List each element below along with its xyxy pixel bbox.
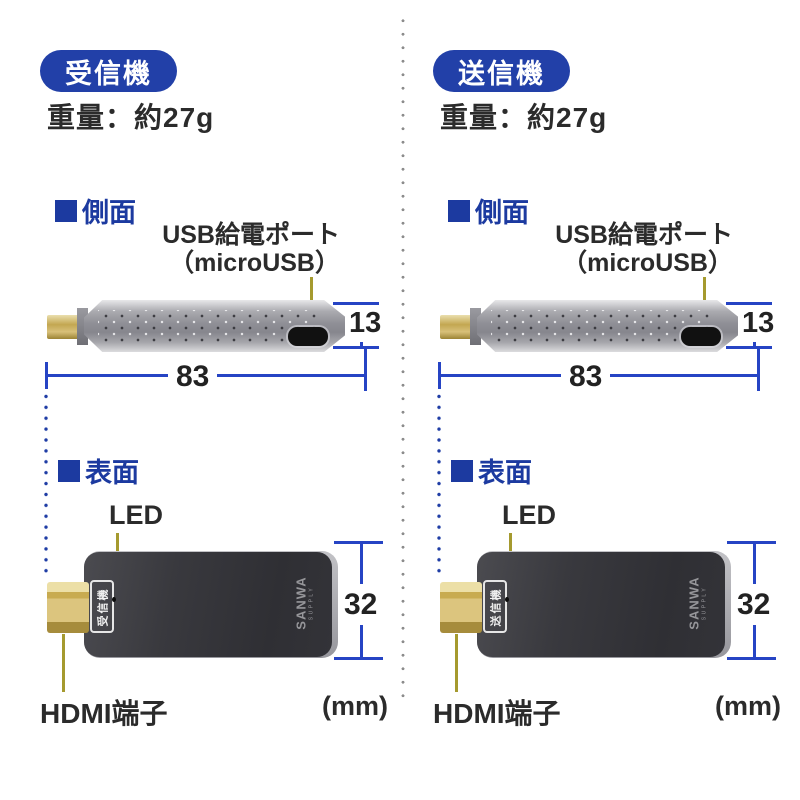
hdmi-connector-front bbox=[440, 582, 482, 633]
device-vent-dots bbox=[98, 310, 320, 344]
weight-text: 重量：約27g bbox=[440, 102, 608, 133]
device-sticker-text: 送信機 bbox=[490, 587, 502, 626]
side-view-heading-label: 側面 bbox=[475, 198, 529, 228]
front-device-body bbox=[477, 552, 725, 657]
dimension-line bbox=[333, 346, 379, 349]
front-view-heading: 表面 bbox=[58, 451, 139, 490]
usb-port-callout-line1: USB給電ポート bbox=[555, 221, 733, 249]
transmitter-badge: 送信機 bbox=[433, 50, 570, 92]
units-label: (mm) bbox=[715, 691, 781, 721]
brand-logo-line2: SUPPLY bbox=[702, 585, 709, 621]
section-bullet-icon bbox=[55, 199, 77, 222]
hdmi-neck-side bbox=[77, 308, 88, 345]
usb-port-callout: USB給電ポート （microUSB） bbox=[523, 221, 733, 277]
front-view-heading-label: 表面 bbox=[478, 458, 532, 488]
hdmi-connector-front bbox=[47, 582, 89, 633]
brand-logo: SANWA SUPPLY bbox=[286, 576, 324, 630]
led-dot bbox=[505, 597, 509, 602]
side-view-heading-label: 側面 bbox=[82, 198, 136, 228]
hdmi-callout: HDMI端子 bbox=[433, 698, 561, 729]
receiver-badge: 受信機 bbox=[40, 50, 177, 92]
center-dotted-divider bbox=[401, 14, 405, 698]
brand-logo-line2: SUPPLY bbox=[309, 585, 316, 621]
transmitter-column: 送信機 重量：約27g 側面 USB給電ポート （microUSB） 13 83… bbox=[393, 0, 793, 800]
dimension-line bbox=[727, 657, 776, 660]
dimension-line bbox=[727, 541, 776, 544]
device-sticker: 送信機 bbox=[483, 580, 507, 633]
receiver-column: 受信機 重量：約27g 側面 USB給電ポート （microUSB） 13 83… bbox=[40, 50, 388, 729]
dimension-line bbox=[333, 302, 379, 305]
hdmi-pointer-line bbox=[455, 634, 458, 692]
front-view-heading-label: 表面 bbox=[85, 458, 139, 488]
weight-text: 重量：約27g bbox=[47, 102, 215, 133]
usb-port-callout-line2: （microUSB） bbox=[169, 249, 340, 277]
units-label: (mm) bbox=[322, 691, 388, 721]
dimension-line bbox=[334, 541, 383, 544]
section-bullet-icon bbox=[448, 199, 470, 222]
usb-port-callout: USB給電ポート （microUSB） bbox=[130, 221, 340, 277]
dimension-value-height: 32 bbox=[735, 584, 773, 625]
dimension-line bbox=[438, 362, 441, 389]
dimension-line bbox=[364, 349, 367, 391]
brand-logo-line1: SANWA bbox=[687, 576, 703, 630]
section-bullet-icon bbox=[58, 459, 80, 482]
led-dot bbox=[112, 597, 116, 602]
usb-port-callout-line2: （microUSB） bbox=[562, 249, 733, 277]
side-view-heading: 側面 bbox=[448, 191, 529, 230]
hdmi-connector-side bbox=[47, 315, 80, 339]
dimension-line bbox=[726, 302, 772, 305]
hdmi-pointer-line bbox=[62, 634, 65, 692]
dimension-value-height: 32 bbox=[342, 584, 380, 625]
device-sticker: 受信機 bbox=[90, 580, 114, 633]
device-sticker-text: 受信機 bbox=[97, 587, 109, 626]
brand-logo: SANWA SUPPLY bbox=[679, 576, 717, 630]
alignment-dotted-leader bbox=[44, 391, 48, 577]
microusb-port bbox=[681, 327, 721, 346]
dimension-value-width: 83 bbox=[168, 358, 218, 395]
led-callout: LED bbox=[502, 500, 556, 530]
device-vent-dots bbox=[491, 310, 713, 344]
dimension-value-thickness: 13 bbox=[346, 305, 385, 342]
front-device-body bbox=[84, 552, 332, 657]
alignment-dotted-leader bbox=[437, 391, 441, 577]
brand-logo-line1: SANWA bbox=[294, 576, 310, 630]
side-view-heading: 側面 bbox=[55, 191, 136, 230]
hdmi-neck-side bbox=[470, 308, 481, 345]
section-bullet-icon bbox=[451, 459, 473, 482]
front-view-heading: 表面 bbox=[451, 451, 532, 490]
led-callout: LED bbox=[109, 500, 163, 530]
dimension-value-thickness: 13 bbox=[739, 305, 778, 342]
dimension-line bbox=[334, 657, 383, 660]
dimension-line bbox=[726, 346, 772, 349]
dimension-value-width: 83 bbox=[561, 358, 611, 395]
usb-port-callout-line1: USB給電ポート bbox=[162, 221, 340, 249]
dimension-line bbox=[757, 349, 760, 391]
microusb-port bbox=[288, 327, 328, 346]
dimension-line bbox=[45, 362, 48, 389]
hdmi-connector-side bbox=[440, 315, 473, 339]
hdmi-callout: HDMI端子 bbox=[40, 698, 168, 729]
